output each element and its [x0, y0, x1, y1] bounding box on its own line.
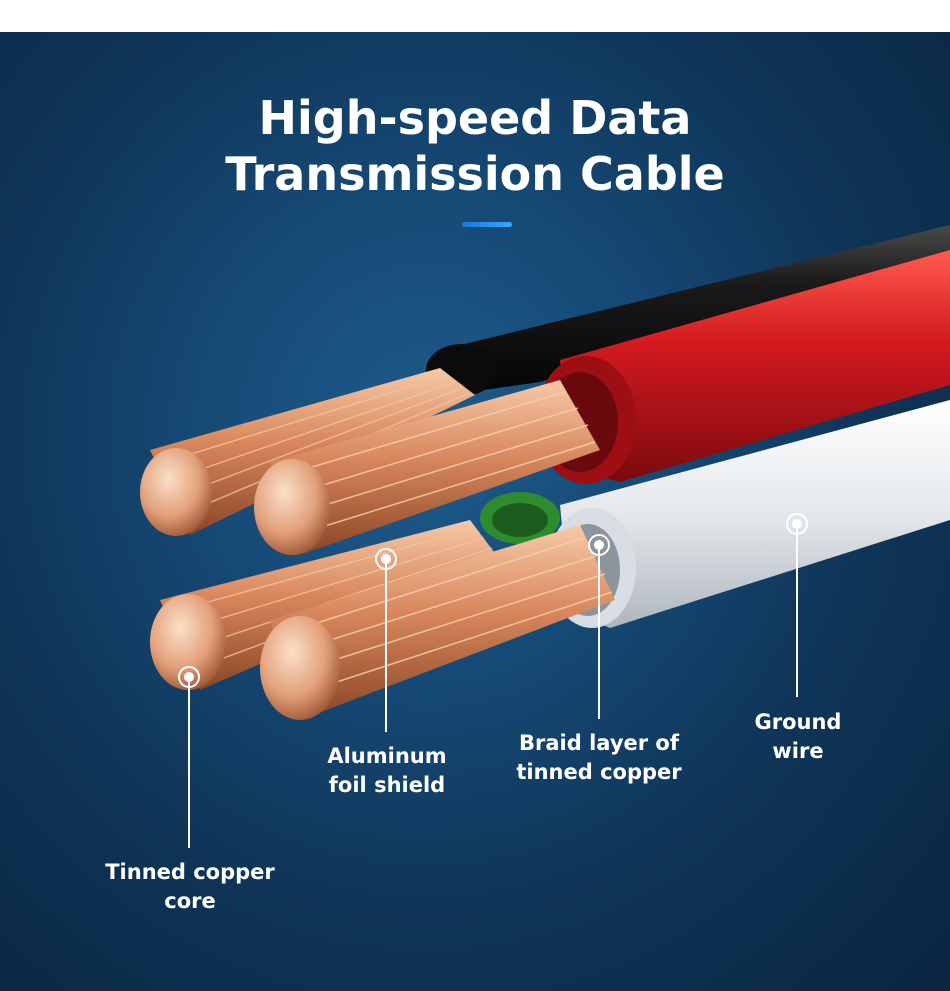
green-wire — [480, 492, 560, 544]
callout-foil-marker — [375, 548, 397, 732]
label-line: core — [164, 889, 216, 913]
label-line: foil shield — [328, 773, 446, 797]
copper-bundle-back-right — [254, 380, 600, 555]
label-line: tinned copper — [516, 760, 682, 784]
label-line: wire — [772, 739, 824, 763]
copper-bundle-front-right — [260, 525, 615, 720]
title-line-2: Transmission Cable — [225, 147, 725, 201]
label-line: Braid layer of — [519, 731, 679, 755]
label-braid-layer: Braid layer of tinned copper — [479, 729, 719, 787]
label-ground-wire: Ground wire — [678, 708, 918, 766]
title-accent-bar — [462, 222, 512, 227]
label-tinned-copper-core: Tinned copper core — [70, 858, 310, 916]
label-aluminum-foil-shield: Aluminum foil shield — [267, 742, 507, 800]
title-line-1: High-speed Data — [258, 91, 692, 145]
label-line: Tinned copper — [105, 860, 275, 884]
label-line: Aluminum — [327, 744, 447, 768]
callout-core-marker — [178, 666, 200, 848]
label-line: Ground — [754, 710, 842, 734]
top-white-strip — [0, 0, 950, 32]
callout-braid-marker — [588, 534, 610, 719]
callout-ground-marker — [786, 513, 808, 697]
